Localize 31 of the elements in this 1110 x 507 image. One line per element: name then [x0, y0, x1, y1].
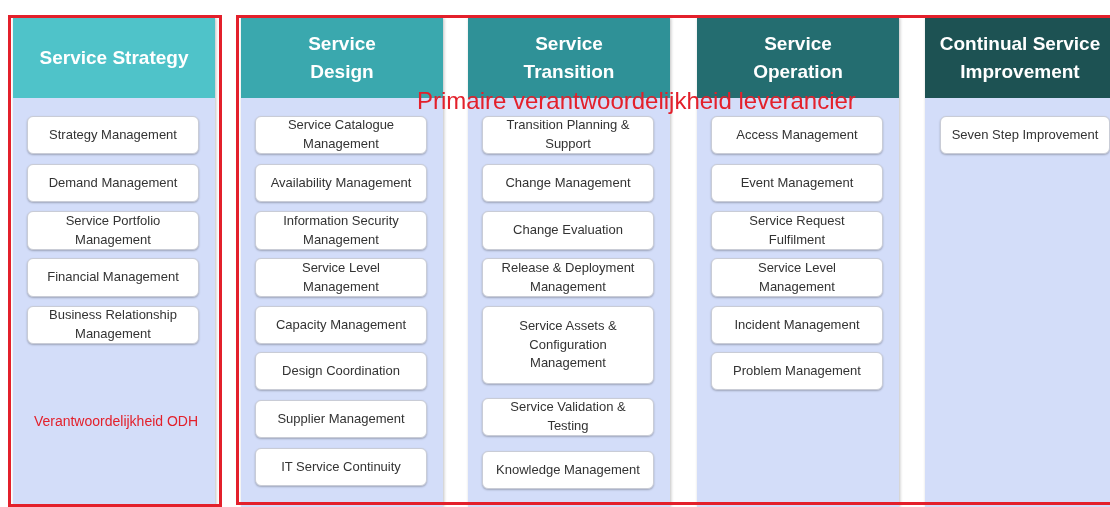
process-box: Service Validation & Testing	[482, 398, 654, 436]
process-box: Service Assets & Configuration Management	[482, 306, 654, 384]
process-box: Problem Management	[711, 352, 883, 390]
process-box: Demand Management	[27, 164, 199, 202]
process-box: Business Relationship Management	[27, 306, 199, 344]
process-box: Access Management	[711, 116, 883, 154]
process-box: Design Coordination	[255, 352, 427, 390]
process-box: Change Evaluation	[482, 211, 654, 250]
process-box: Transition Planning & Support	[482, 116, 654, 154]
process-box: Strategy Management	[27, 116, 199, 154]
lifecycle-column	[925, 18, 1110, 507]
process-box: Service Portfolio Management	[27, 211, 199, 250]
column-header: Service Strategy	[13, 18, 215, 98]
process-box: Incident Management	[711, 306, 883, 344]
process-box: Supplier Management	[255, 400, 427, 438]
responsibility-label: Verantwoordelijkheid ODH	[32, 413, 200, 429]
process-box: IT Service Continuity	[255, 448, 427, 486]
process-box: Service Level Management	[711, 258, 883, 297]
process-box: Change Management	[482, 164, 654, 202]
process-box: Information Security Management	[255, 211, 427, 250]
process-box: Financial Management	[27, 258, 199, 297]
process-box: Availability Management	[255, 164, 427, 202]
process-box: Capacity Management	[255, 306, 427, 344]
process-box: Service Request Fulfilment	[711, 211, 883, 250]
process-box: Service Level Management	[255, 258, 427, 297]
column-header: Continual Service Improvement	[925, 18, 1110, 98]
process-box: Release & Deployment Management	[482, 258, 654, 297]
process-box: Service Catalogue Management	[255, 116, 427, 154]
process-box: Seven Step Improvement	[940, 116, 1110, 154]
process-box: Knowledge Management	[482, 451, 654, 489]
process-box: Event Management	[711, 164, 883, 202]
